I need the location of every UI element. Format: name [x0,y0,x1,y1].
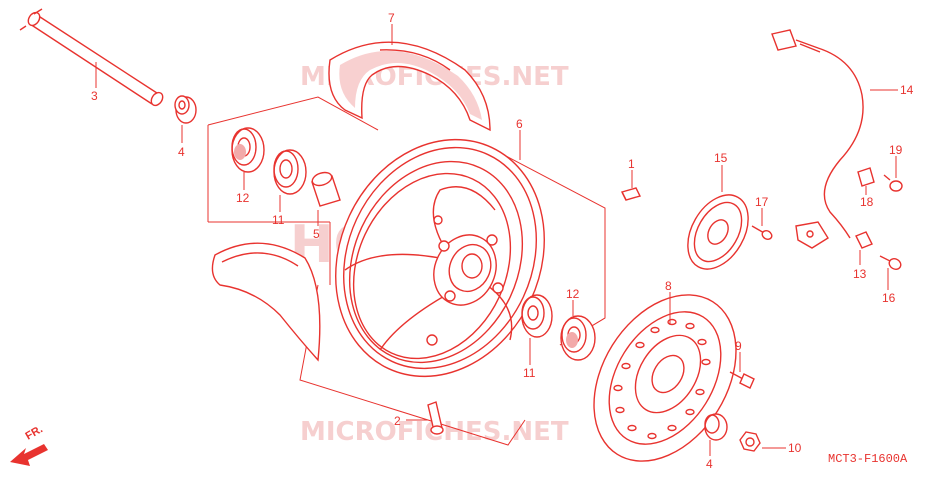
callout-11-right: 11 [523,366,536,380]
axle-nut [739,431,761,452]
callout-5: 5 [313,227,320,241]
callout-13: 13 [853,267,867,281]
callout-4-right: 4 [706,457,713,471]
disc-bolt [729,371,755,389]
callout-17: 17 [755,195,769,209]
side-collar-left [174,95,197,124]
callout-15: 15 [714,151,728,165]
pulser-ring [687,194,749,270]
callout-19: 19 [889,143,903,157]
distance-collar [311,171,341,207]
diagram-code: MCT3-F1600A [828,452,908,466]
leader-lines [95,24,898,456]
brake-disc [593,294,737,462]
callout-12-right: 12 [566,287,580,301]
bolt-small-17 [751,225,773,240]
direction-arrow: FR. [10,423,48,466]
callout-8: 8 [665,279,672,293]
callout-1: 1 [628,157,635,171]
cable-clamp [857,167,875,187]
callout-7: 7 [388,11,395,25]
bolt-19 [883,174,903,192]
callout-9: 9 [735,339,742,353]
callout-18: 18 [860,195,874,209]
callout-4-left: 4 [178,145,185,159]
callout-12-left: 12 [236,191,250,205]
front-wheel [335,138,545,378]
callout-2: 2 [394,414,401,428]
tire-valve [427,401,444,435]
callout-10: 10 [788,441,802,455]
callout-labels: 1 2 3 4 4 5 6 7 8 9 10 11 11 12 12 13 14… [91,11,914,471]
callout-11-left: 11 [272,213,285,227]
bearing-left [231,127,265,173]
fender-lower-left [211,242,321,362]
callout-6: 6 [516,117,523,131]
clip-part [620,187,642,201]
bearing-inner-left [273,149,307,195]
bolt-16 [879,255,902,270]
front-axle [19,8,164,107]
callout-14: 14 [900,83,914,97]
bearing-right [560,315,596,361]
side-collar-right [704,413,728,441]
callout-16: 16 [882,291,896,305]
front-fender [328,41,491,132]
bearing-inner-right [521,294,553,338]
direction-label: FR. [24,423,45,442]
speed-sensor-cable [771,29,864,249]
callout-3: 3 [91,89,98,103]
sensor-bracket [855,231,873,249]
